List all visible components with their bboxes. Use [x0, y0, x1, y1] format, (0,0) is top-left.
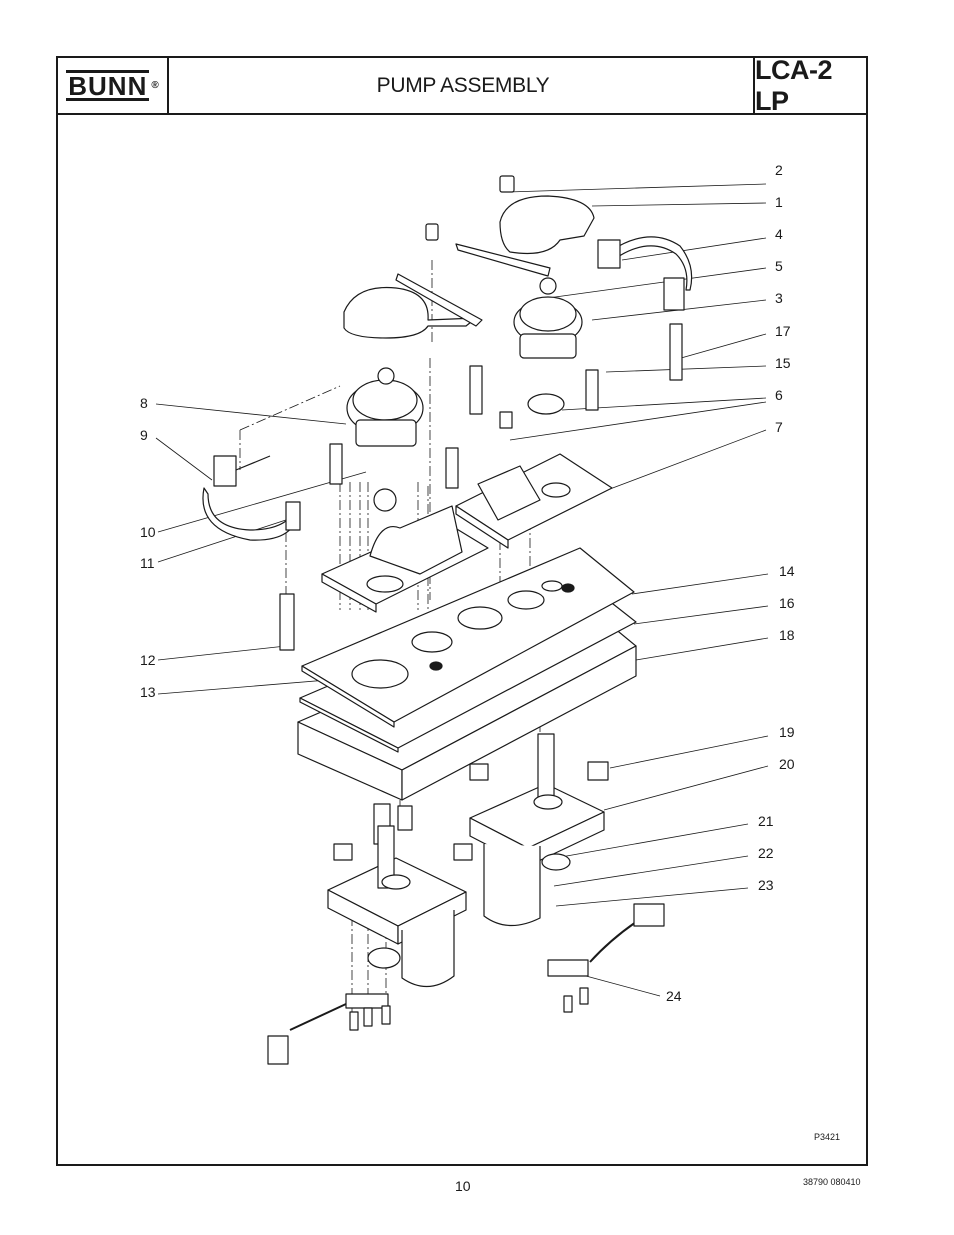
brand-logo: BUNN®	[58, 58, 169, 113]
callout-1: 1	[775, 194, 783, 210]
callout-18: 18	[779, 627, 795, 643]
pump-head-left	[346, 367, 424, 447]
callout-17: 17	[775, 323, 791, 339]
callout-19: 19	[779, 724, 795, 740]
callout-2: 2	[775, 162, 783, 178]
document-number: 38790 080410	[803, 1177, 861, 1187]
callout-3: 3	[775, 290, 783, 306]
callout-16: 16	[779, 595, 795, 611]
left-housing	[321, 488, 489, 613]
callout-10: 10	[140, 524, 156, 540]
logo-wordmark: BUNN	[66, 70, 150, 101]
pump-head-right	[513, 277, 583, 359]
logo-text: BUNN	[68, 71, 148, 101]
sensors-wiring	[267, 903, 665, 1065]
callout-4: 4	[775, 226, 783, 242]
header-row: BUNN® PUMP ASSEMBLY LCA-2 LP	[58, 55, 866, 116]
fittings	[279, 175, 683, 845]
callout-11: 11	[140, 555, 155, 571]
clamp-left	[202, 455, 301, 541]
callout-7: 7	[775, 419, 783, 435]
right-cover	[455, 195, 595, 277]
callout-5: 5	[775, 258, 783, 274]
model-label: LCA-2 LP	[753, 55, 866, 116]
page-frame: BUNN® PUMP ASSEMBLY LCA-2 LP	[56, 55, 868, 1166]
right-housing	[455, 453, 613, 549]
callout-21: 21	[758, 813, 774, 829]
registered-mark: ®	[151, 80, 159, 91]
callout-13: 13	[140, 684, 156, 700]
left-cover	[343, 273, 483, 339]
callout-9: 9	[140, 427, 148, 443]
drawing-number: P3421	[814, 1132, 841, 1142]
callout-6: 6	[775, 387, 783, 403]
callout-14: 14	[779, 563, 795, 579]
callout-23: 23	[758, 877, 774, 893]
leader-lines	[155, 183, 769, 997]
gearmotor-right	[469, 733, 605, 927]
page-title: PUMP ASSEMBLY	[376, 73, 550, 97]
callout-24: 24	[666, 988, 682, 1004]
gearmotor-left	[327, 825, 473, 988]
clamp-right	[597, 236, 693, 311]
callout-15: 15	[775, 355, 791, 371]
callout-8: 8	[140, 395, 148, 411]
callout-12: 12	[140, 652, 156, 668]
mounting-plate	[301, 547, 635, 728]
callout-22: 22	[758, 845, 774, 861]
page-number: 10	[455, 1178, 471, 1194]
callout-20: 20	[779, 756, 795, 772]
